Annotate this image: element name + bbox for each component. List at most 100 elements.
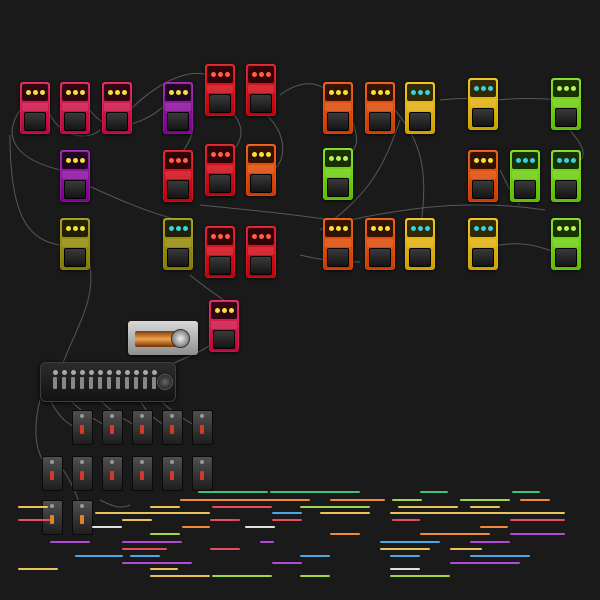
sequencer-note-block[interactable] (390, 575, 450, 577)
sequencer-note-block[interactable] (510, 519, 565, 521)
footswitch[interactable] (555, 108, 577, 127)
pedal-knob[interactable] (183, 90, 188, 95)
mixer-channel-fader[interactable] (80, 377, 84, 389)
pedal-knob[interactable] (474, 158, 479, 163)
effect-pedal-pink-2[interactable] (60, 82, 90, 134)
pedal-knob[interactable] (66, 158, 71, 163)
effect-pedal-orange-1[interactable] (323, 82, 353, 134)
sequencer-note-block[interactable] (300, 575, 330, 577)
sequencer-note-block[interactable] (210, 548, 240, 550)
mixer-channel-knob[interactable] (116, 370, 121, 375)
sequencer-note-block[interactable] (150, 506, 180, 508)
rack-module[interactable] (162, 456, 183, 491)
pedal-knob[interactable] (564, 86, 569, 91)
footswitch[interactable] (327, 178, 349, 197)
sequencer-note-block[interactable] (520, 499, 550, 501)
effect-pedal-red-5[interactable] (205, 226, 235, 278)
effect-pedal-lime-1[interactable] (551, 78, 581, 130)
sequencer-note-block[interactable] (510, 533, 565, 535)
pedal-knob[interactable] (80, 226, 85, 231)
mixer-channel-fader[interactable] (125, 377, 129, 389)
sequencer-note-block[interactable] (450, 548, 482, 550)
pedal-knob[interactable] (108, 90, 113, 95)
mixer-channel-fader[interactable] (89, 377, 93, 389)
pedal-knob[interactable] (378, 90, 383, 95)
sequencer-note-block[interactable] (420, 533, 490, 535)
mixer-channel-knob[interactable] (143, 370, 148, 375)
pedal-knob[interactable] (252, 152, 257, 157)
effect-pedal-pink-3[interactable] (102, 82, 132, 134)
pedal-knob[interactable] (343, 226, 348, 231)
pedal-knob[interactable] (336, 156, 341, 161)
pedal-knob[interactable] (343, 90, 348, 95)
pedal-knob[interactable] (176, 90, 181, 95)
sequencer-note-block[interactable] (122, 541, 182, 543)
effect-pedal-lime-2[interactable] (510, 150, 540, 202)
pedal-knob[interactable] (378, 226, 383, 231)
pedal-knob[interactable] (73, 226, 78, 231)
effect-pedal-red-4[interactable] (205, 144, 235, 196)
mixer[interactable] (40, 362, 176, 402)
amp-head[interactable] (128, 321, 198, 355)
footswitch[interactable] (472, 248, 494, 267)
sequencer-note-block[interactable] (390, 512, 460, 514)
sequencer-note-block[interactable] (470, 506, 500, 508)
mixer-channel-fader[interactable] (71, 377, 75, 389)
footswitch[interactable] (409, 248, 431, 267)
footswitch[interactable] (250, 94, 272, 113)
sequencer-note-block[interactable] (150, 575, 210, 577)
effect-pedal-yellow-3[interactable] (405, 218, 435, 270)
pedal-knob[interactable] (343, 156, 348, 161)
effect-pedal-yellow-2[interactable] (468, 78, 498, 130)
rack-module[interactable] (132, 410, 153, 445)
footswitch[interactable] (64, 112, 86, 131)
pedal-knob[interactable] (169, 158, 174, 163)
pedal-knob[interactable] (211, 72, 216, 77)
sequencer-note-block[interactable] (245, 526, 275, 528)
pedal-knob[interactable] (557, 86, 562, 91)
footswitch[interactable] (514, 180, 536, 199)
pedal-knob[interactable] (225, 152, 230, 157)
sequencer-note-block[interactable] (300, 506, 370, 508)
pedal-knob[interactable] (266, 152, 271, 157)
footswitch[interactable] (167, 180, 189, 199)
footswitch[interactable] (472, 180, 494, 199)
effect-pedal-yellow-4[interactable] (468, 218, 498, 270)
pedal-knob[interactable] (66, 90, 71, 95)
effect-pedal-orange-5[interactable] (323, 218, 353, 270)
pedal-knob[interactable] (571, 226, 576, 231)
footswitch[interactable] (167, 248, 189, 267)
sequencer-note-block[interactable] (392, 519, 420, 521)
sequencer-note-block[interactable] (450, 562, 520, 564)
pedal-knob[interactable] (218, 234, 223, 239)
effect-pedal-pink-4[interactable] (209, 300, 239, 352)
pedal-knob[interactable] (571, 158, 576, 163)
pedal-knob[interactable] (481, 158, 486, 163)
effect-pedal-olive-1[interactable] (163, 218, 193, 270)
effect-pedal-orange-2[interactable] (365, 82, 395, 134)
sequencer-note-block[interactable] (272, 512, 302, 514)
mixer-channel-fader[interactable] (152, 377, 156, 389)
footswitch[interactable] (327, 112, 349, 131)
pedal-knob[interactable] (474, 86, 479, 91)
rack-module[interactable] (102, 410, 123, 445)
pedal-knob[interactable] (259, 72, 264, 77)
effect-pedal-orange-6[interactable] (365, 218, 395, 270)
effect-pedal-red-2[interactable] (246, 64, 276, 116)
rack-module[interactable] (72, 410, 93, 445)
pedal-knob[interactable] (73, 158, 78, 163)
footswitch[interactable] (250, 256, 272, 275)
pedal-knob[interactable] (80, 158, 85, 163)
pedal-knob[interactable] (564, 226, 569, 231)
rack-module[interactable] (102, 456, 123, 491)
rack-module[interactable] (72, 500, 93, 535)
pedal-knob[interactable] (474, 226, 479, 231)
footswitch[interactable] (327, 248, 349, 267)
effect-pedal-orange-3[interactable] (246, 144, 276, 196)
pedal-knob[interactable] (425, 90, 430, 95)
pedal-knob[interactable] (371, 90, 376, 95)
sequencer-note-block[interactable] (18, 568, 58, 570)
mixer-channel-knob[interactable] (98, 370, 103, 375)
pedal-knob[interactable] (211, 234, 216, 239)
pedal-knob[interactable] (516, 158, 521, 163)
